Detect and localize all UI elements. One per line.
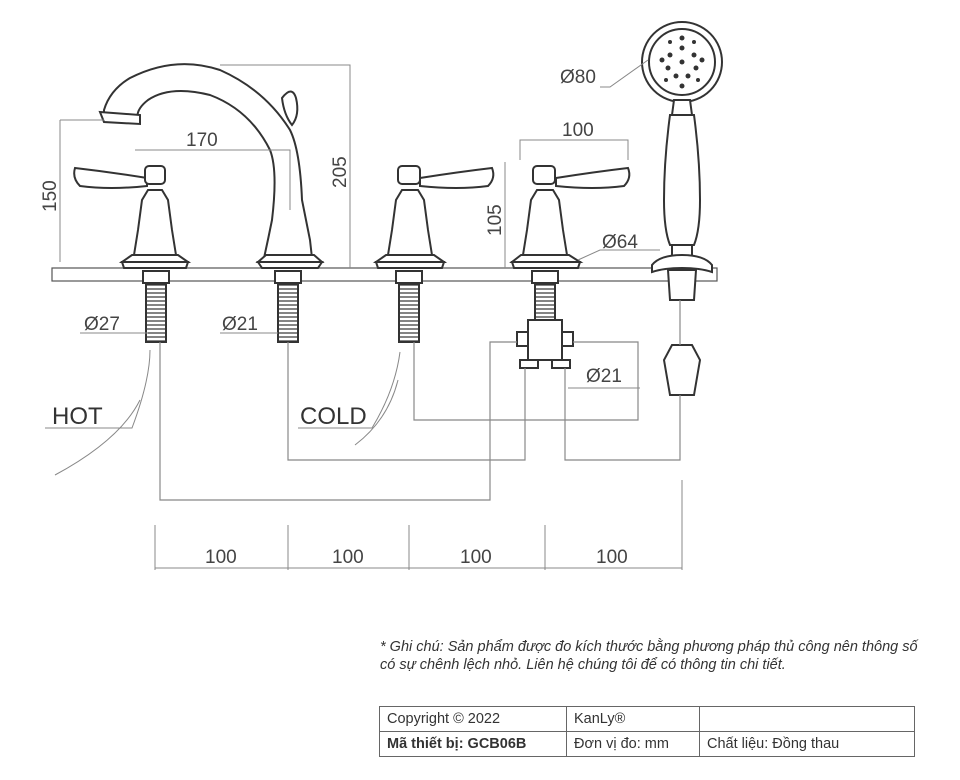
copyright-cell: Copyright © 2022 [379,706,567,732]
material-cell: Chất liệu: Đồng thau [699,731,915,757]
connection-hoses [159,300,681,501]
dim-handle-height: 150 [40,180,61,212]
cold-shank-thread [398,283,420,343]
measurement-note: * Ghi chú: Sản phẩm được đo kích thước b… [380,639,918,673]
model-cell: Mã thiết bị: GCB06B [379,731,567,757]
dim-bottom-1: 100 [205,547,237,568]
dim-handle-spacing: 100 [562,120,594,141]
dim-valve-height: 105 [485,204,506,236]
hot-nut [142,270,170,284]
dim-hot-shank: Ø27 [84,314,120,335]
dim-spout-reach: 170 [186,130,218,151]
dim-base: Ø64 [602,232,638,253]
dimension-lines [45,59,683,570]
unit-cell: Đơn vị đo: mm [566,731,700,757]
shower-nozzles [659,35,705,89]
cold-nut [395,270,423,284]
hot-shank-thread [145,283,167,343]
diverter-valve [509,165,631,369]
hot-label: HOT [52,403,103,430]
hot-handle-valve [73,165,192,269]
empty-cell [699,706,915,732]
dim-diverter: Ø21 [586,366,622,387]
dim-spout-height: 205 [330,156,351,188]
cold-handle-valve [372,165,495,269]
dim-bottom-4: 100 [596,547,628,568]
cold-label: COLD [300,403,367,430]
dim-shower-head: Ø80 [560,67,596,88]
hand-shower [641,21,723,396]
spout [98,63,325,269]
dim-bottom-2: 100 [332,547,364,568]
dim-bottom-3: 100 [460,547,492,568]
dim-spout-shank: Ø21 [222,314,258,335]
spout-nut [274,270,302,284]
info-table: Copyright © 2022 KanLy® Mã thiết bị: GCB… [379,706,915,757]
spout-shank-thread [277,283,299,343]
brand-cell: KanLy® [566,706,700,732]
diverter-shank-thread [534,283,556,321]
